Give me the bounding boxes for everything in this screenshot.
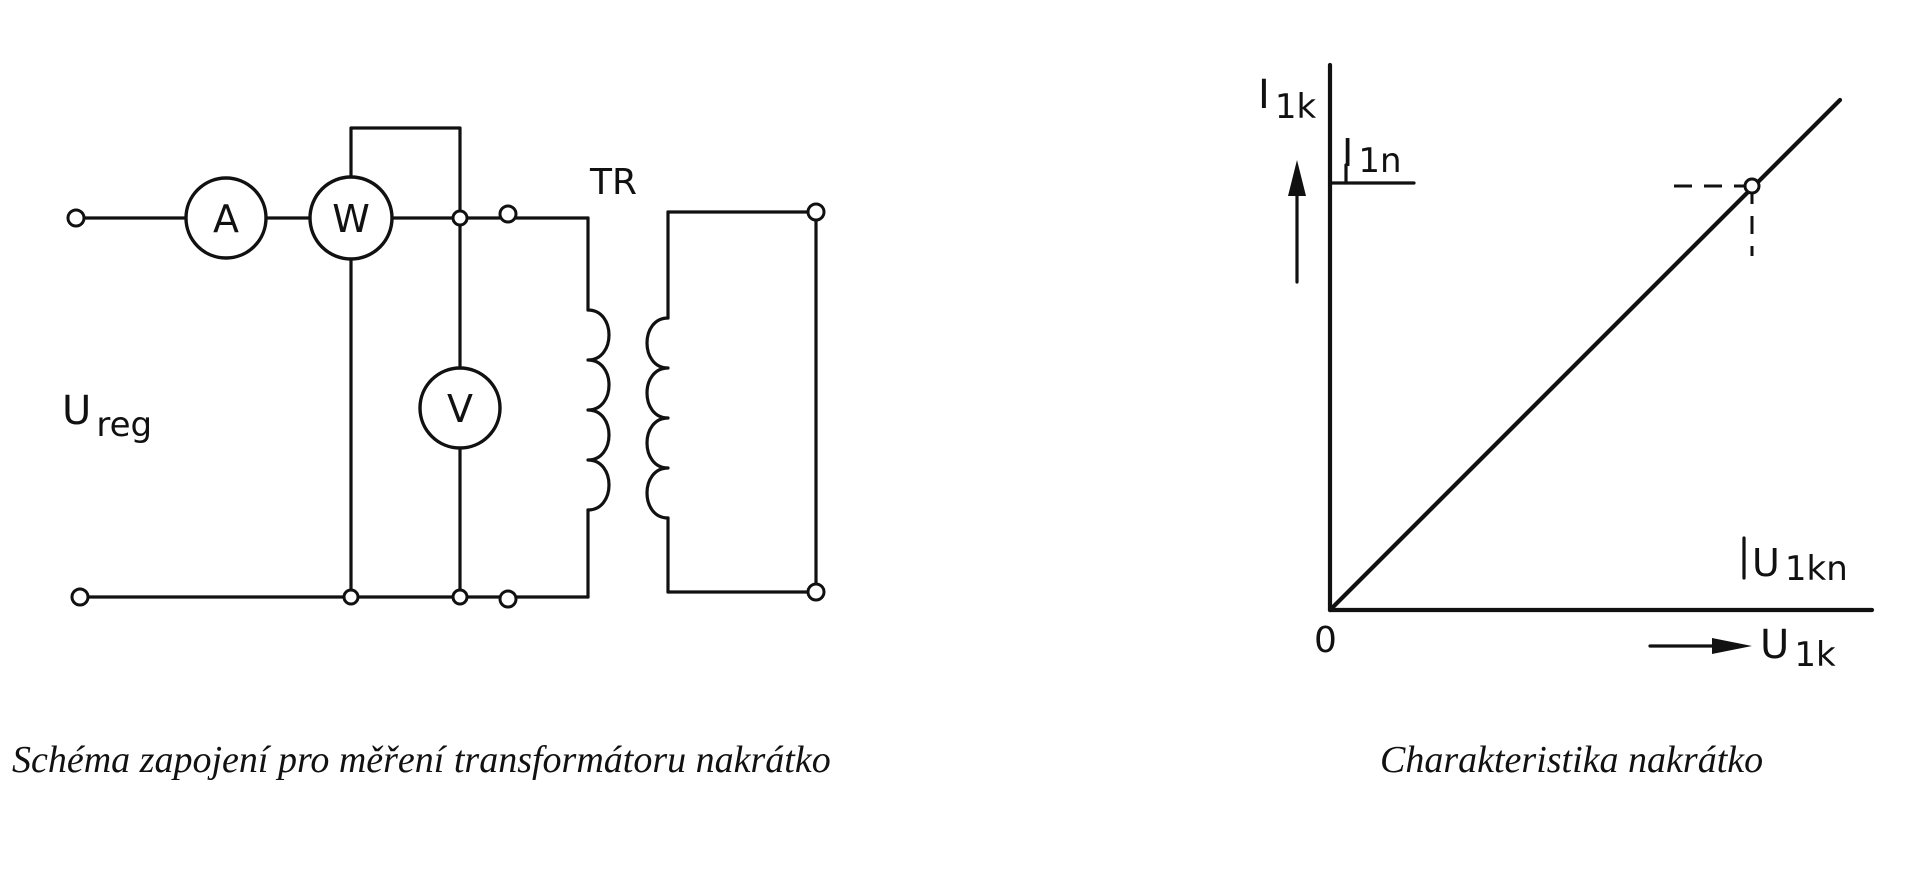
rated-current-main: I [1342,131,1353,175]
schematic: A W V U reg TR Schéma zapojení pro měřen… [12,126,831,781]
wattmeter-voltage-loop [349,126,462,220]
rated-point-marker [1743,177,1761,195]
ammeter-label: A [213,197,239,241]
characteristic-caption: Charakteristika nakrátko [1380,739,1763,781]
rated-current-sub: 1n [1358,141,1401,181]
rated-voltage-label: U 1kn [1752,541,1848,589]
rated-voltage-sub: 1kn [1785,549,1848,589]
primary-winding [586,308,611,512]
wattmeter: W [308,175,394,261]
x-axis-main: U [1760,622,1789,668]
characteristic-chart: I 1k I 1n U 1kn U 1k 0 Charakteristika n… [1258,62,1875,781]
junction-node-bottom-mid [451,588,469,606]
voltmeter: V [418,366,502,450]
ammeter-circle [184,176,268,260]
wattmeter-circle [308,175,394,261]
x-axis-sub: 1k [1794,635,1836,675]
terminal-top-right [498,204,518,224]
origin-label: 0 [1314,620,1337,661]
source-voltage-sub: reg [96,405,152,445]
source-voltage-label: U reg [62,388,152,445]
y-axis-main: I [1258,72,1270,118]
schematic-caption: Schéma zapojení pro měření transformátor… [12,739,831,781]
x-axis-label: U 1k [1760,622,1836,675]
junction-node-top [451,209,469,227]
y-axis-sub: 1k [1275,87,1317,127]
rated-voltage-main: U [1752,541,1780,585]
source-voltage-main: U [62,388,91,434]
secondary-winding [645,316,670,520]
ammeter: A [184,176,268,260]
transformer-label: TR [589,162,637,203]
y-arrow-head [1288,160,1306,196]
y-axis-label: I 1k [1258,72,1317,127]
secondary-terminal-top [806,202,826,222]
input-terminal-top [66,208,86,228]
secondary-terminal-bottom [806,582,826,602]
rated-current-label: I 1n [1342,131,1402,181]
voltmeter-circle [418,366,502,450]
characteristic-line [1327,97,1843,613]
x-arrow-head [1712,638,1752,654]
input-terminal-bottom [70,587,90,607]
terminal-bottom-right [498,589,518,609]
wattmeter-label: W [332,197,370,241]
voltmeter-label: V [447,387,473,431]
junction-node-bottom-left [342,588,360,606]
